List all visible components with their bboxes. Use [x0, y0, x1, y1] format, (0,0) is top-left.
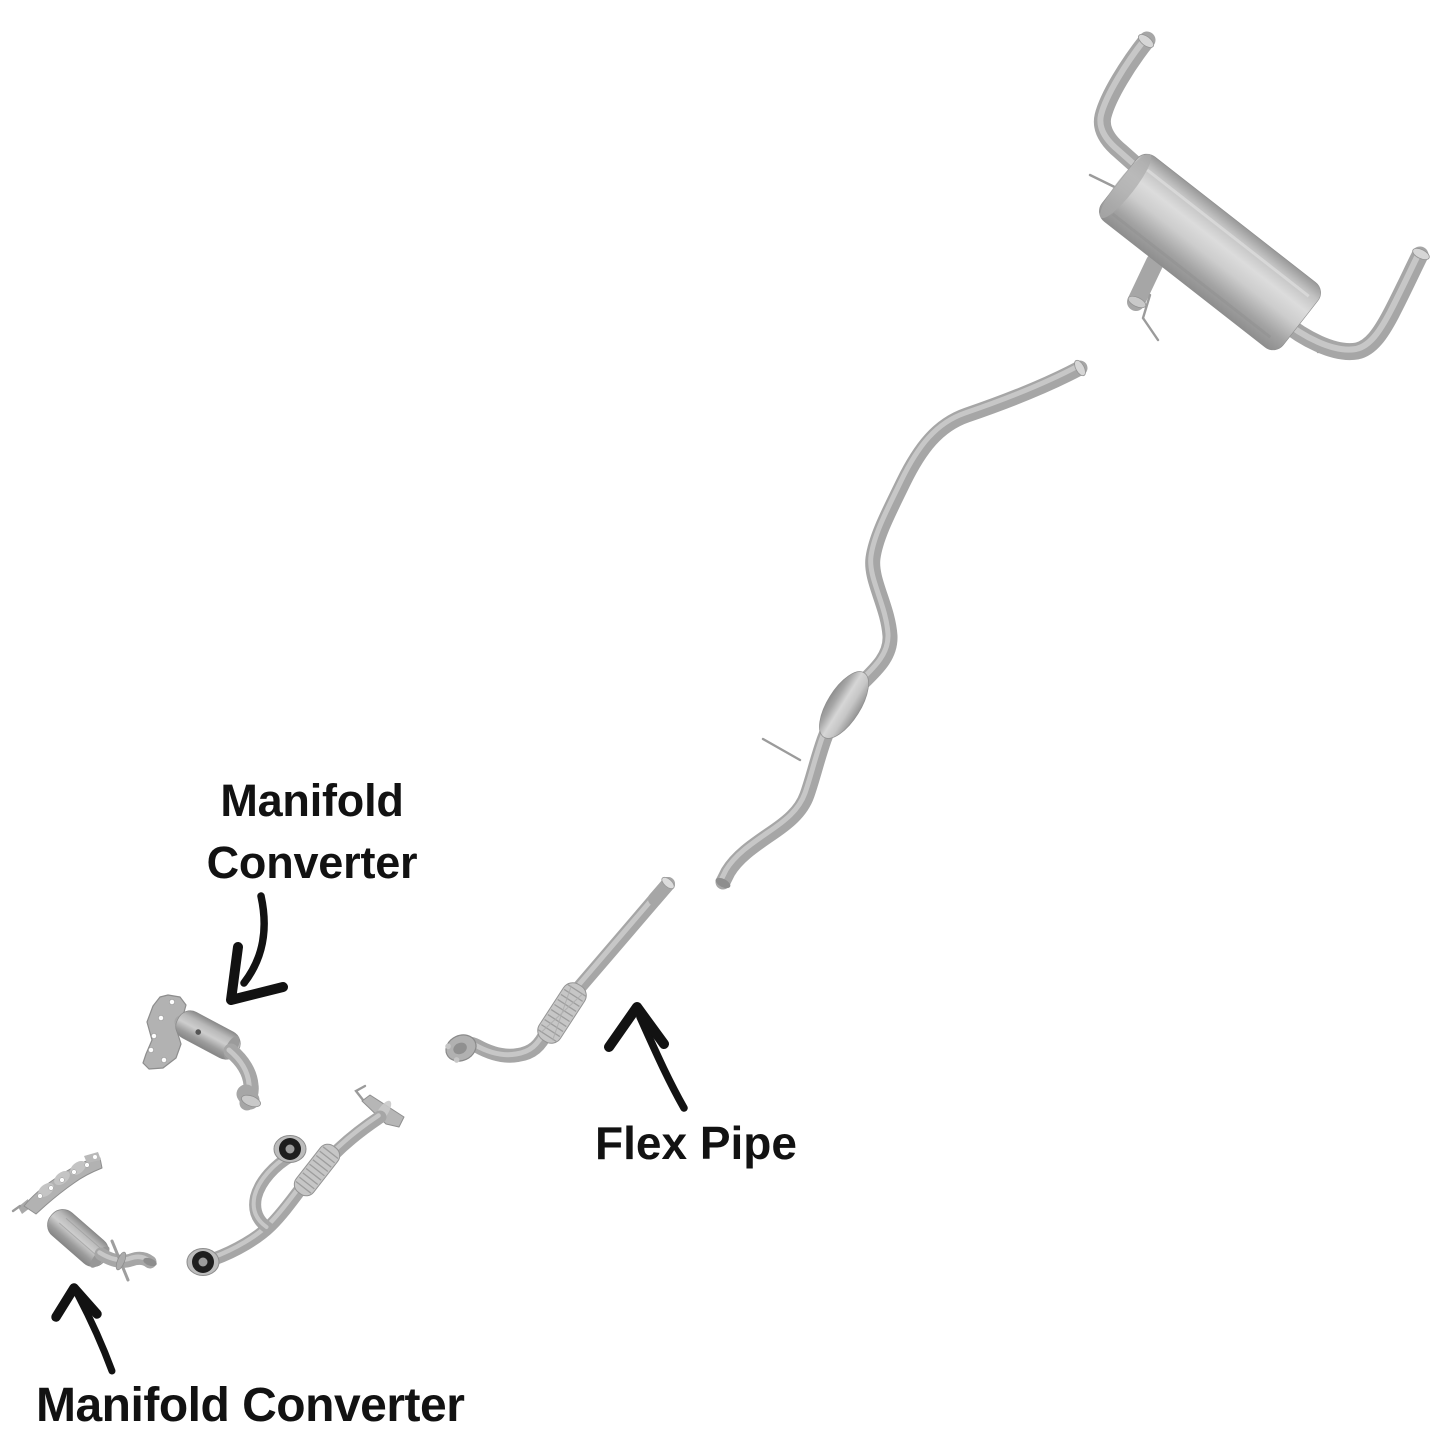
- flange-gasket: [273, 1135, 307, 1163]
- flex-braid-section: [537, 982, 587, 1044]
- manifold-stud: [11, 1204, 22, 1213]
- rear-muffler-assembly: [1088, 31, 1430, 361]
- label-line-2: Converter: [206, 837, 418, 888]
- flange-hole: [161, 1057, 167, 1063]
- manifold-converter-lower-part: [11, 1152, 157, 1282]
- arrow-to-manifold-converter-lower: [51, 1283, 116, 1375]
- bracket-disc: [115, 1251, 127, 1271]
- flange-hole: [71, 1169, 77, 1175]
- flange-hole: [148, 1047, 154, 1053]
- flange-hole: [59, 1177, 65, 1183]
- pipe-end-cut: [143, 1257, 157, 1267]
- pipe-highlight: [251, 1153, 292, 1229]
- resonator: [819, 671, 869, 739]
- flange-hook: [354, 1084, 367, 1102]
- arrow-head: [51, 1283, 102, 1322]
- y-pipe-flex-section: [293, 1143, 341, 1197]
- arrow-head: [226, 942, 288, 1005]
- flange-hole: [169, 999, 175, 1005]
- pipe-end-cut: [1137, 34, 1155, 48]
- arrow-head: [604, 1002, 669, 1052]
- pipe-highlight: [97, 1250, 151, 1263]
- flange-hole: [48, 1185, 54, 1191]
- flange-gasket: [186, 1248, 220, 1276]
- flange-hole: [158, 1015, 164, 1021]
- y-pipe-part: [186, 1084, 405, 1276]
- label-line-1: Manifold: [220, 775, 404, 826]
- muffler-stub-pipe: [1127, 253, 1164, 311]
- pipe-end-cut: [1074, 359, 1086, 377]
- muffler-body: [1099, 153, 1321, 351]
- hanger-wire: [761, 737, 802, 762]
- flex-pipe-flange: [445, 1034, 477, 1063]
- pipe-highlight: [1277, 250, 1422, 353]
- arrow-shaft: [240, 892, 268, 987]
- arrow-to-flex-pipe: [604, 1002, 688, 1112]
- pipe-end-cut: [661, 876, 675, 890]
- flange-hole: [93, 1155, 97, 1159]
- flange-hole: [37, 1193, 43, 1199]
- flange-hole: [84, 1162, 90, 1168]
- manifold-tab: [84, 1152, 101, 1163]
- label-manifold-converter-upper: Manifold Converter: [162, 770, 462, 894]
- pipe-end-cut: [1412, 247, 1430, 261]
- arrow-to-manifold-converter-upper: [226, 892, 288, 1005]
- pipe-end-cut: [241, 1094, 261, 1108]
- pipe-end-cut: [715, 877, 731, 889]
- hanger-wire: [1141, 293, 1160, 342]
- flange-hole: [151, 1033, 157, 1039]
- manifold-converter-upper-part: [142, 994, 261, 1111]
- label-manifold-converter-lower: Manifold Converter: [36, 1379, 465, 1432]
- pipe-highlight: [1097, 36, 1148, 169]
- pipe-highlight: [718, 363, 1081, 883]
- label-flex-pipe: Flex Pipe: [595, 1117, 797, 1169]
- intermediate-pipe-with-resonator: [715, 359, 1088, 890]
- arrow-shaft: [636, 1013, 688, 1112]
- flex-pipe-part: [445, 876, 675, 1063]
